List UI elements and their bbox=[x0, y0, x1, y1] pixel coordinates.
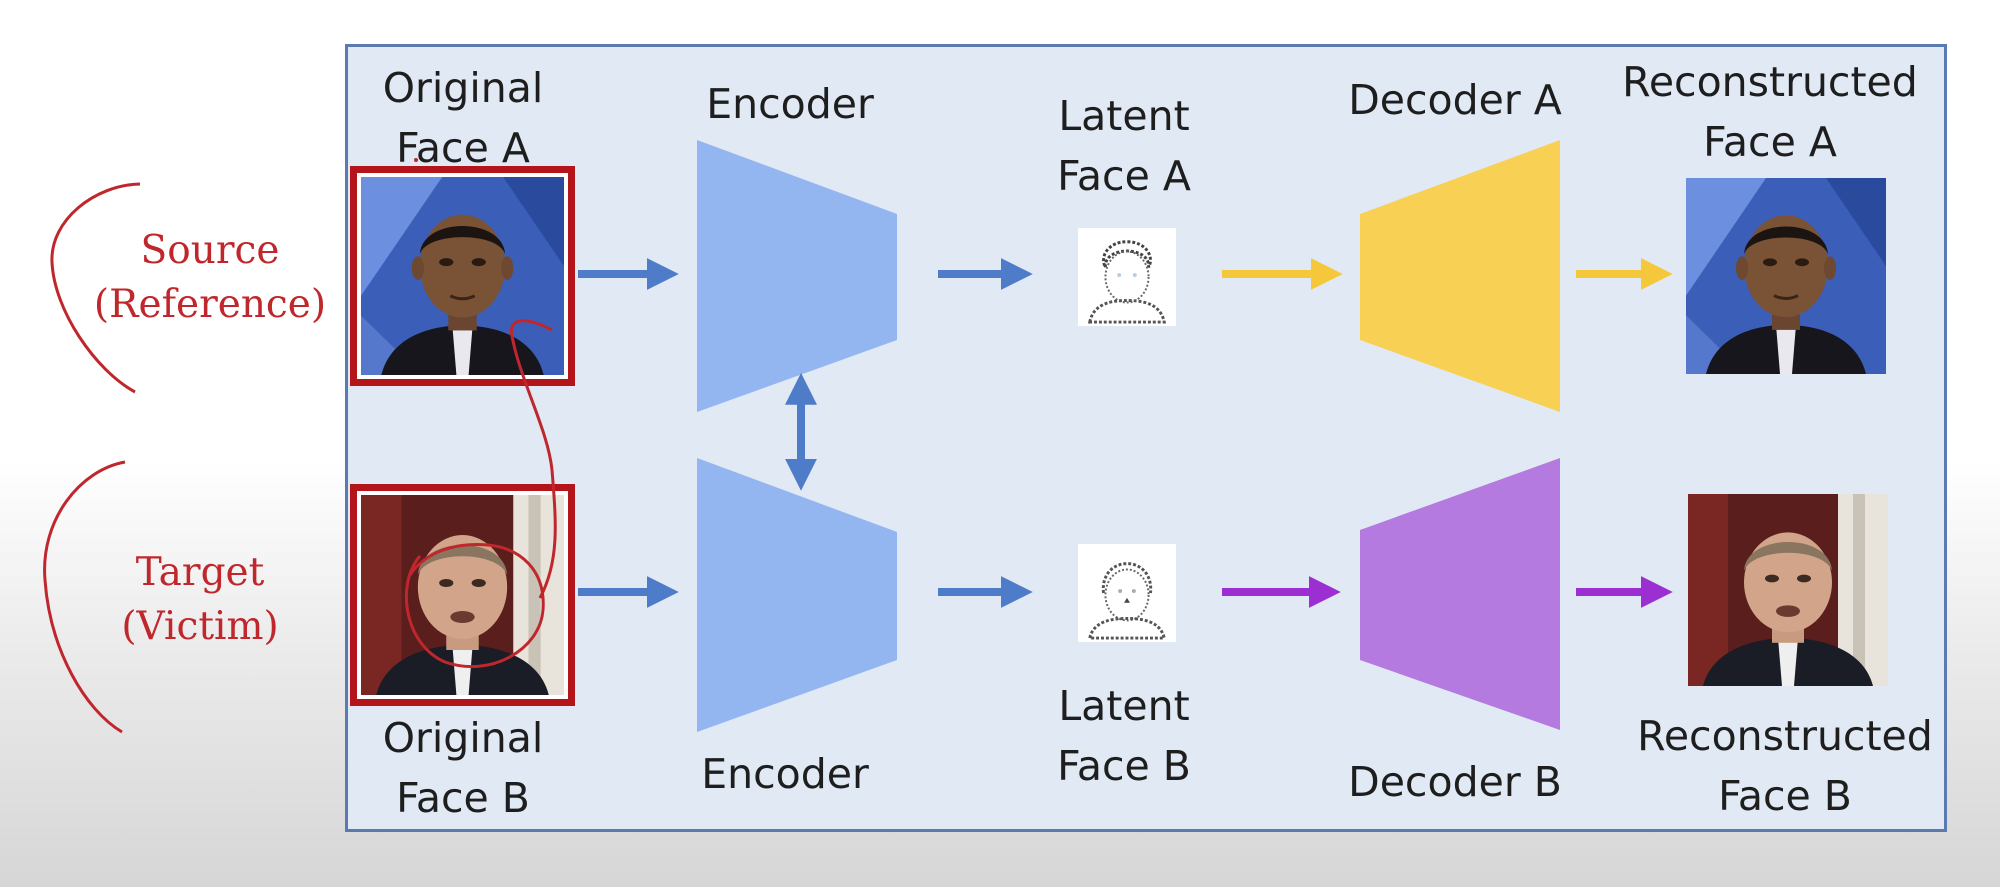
original-face-b-label: Original Face B bbox=[382, 714, 544, 822]
target-victim-annotation: Target (Victim) bbox=[121, 550, 279, 649]
encoder-b-label: Encoder bbox=[701, 750, 869, 798]
decoder-a-label: Decoder A bbox=[1348, 76, 1562, 124]
source-reference-annotation: Source (Reference) bbox=[93, 228, 327, 327]
decoder-b-label: Decoder B bbox=[1348, 758, 1562, 806]
annotation-dot bbox=[414, 158, 418, 162]
reconstructed-face-b-photo bbox=[1688, 494, 1888, 686]
reconstructed-face-b-label: Reconstructed Face B bbox=[1637, 712, 1933, 820]
encoder-a-label: Encoder bbox=[706, 80, 874, 128]
reconstructed-face-a-label: Reconstructed Face A bbox=[1622, 58, 1918, 166]
face-b-circle-stroke bbox=[404, 542, 545, 668]
decoder-a-trapezoid bbox=[1360, 140, 1560, 412]
source-bracket-stroke bbox=[50, 182, 141, 394]
encoder-b-trapezoid bbox=[697, 458, 897, 732]
target-bracket-stroke bbox=[43, 460, 126, 734]
decoder-b-trapezoid bbox=[1360, 458, 1560, 730]
latent-face-b-label: Latent Face B bbox=[1057, 682, 1191, 790]
original-face-a-label: Original Face A bbox=[382, 64, 544, 172]
latent-face-b-sketch bbox=[1078, 544, 1176, 642]
encoder-a-trapezoid bbox=[697, 140, 897, 412]
original-face-b-photo bbox=[350, 484, 575, 706]
latent-face-a-label: Latent Face A bbox=[1057, 92, 1191, 200]
deepfake-autoencoder-diagram bbox=[345, 44, 1947, 832]
original-face-a-photo bbox=[350, 166, 575, 386]
face-a-to-b-scribble-stroke bbox=[509, 319, 557, 599]
reconstructed-face-a-photo bbox=[1686, 178, 1886, 374]
latent-face-a-sketch bbox=[1078, 228, 1176, 326]
